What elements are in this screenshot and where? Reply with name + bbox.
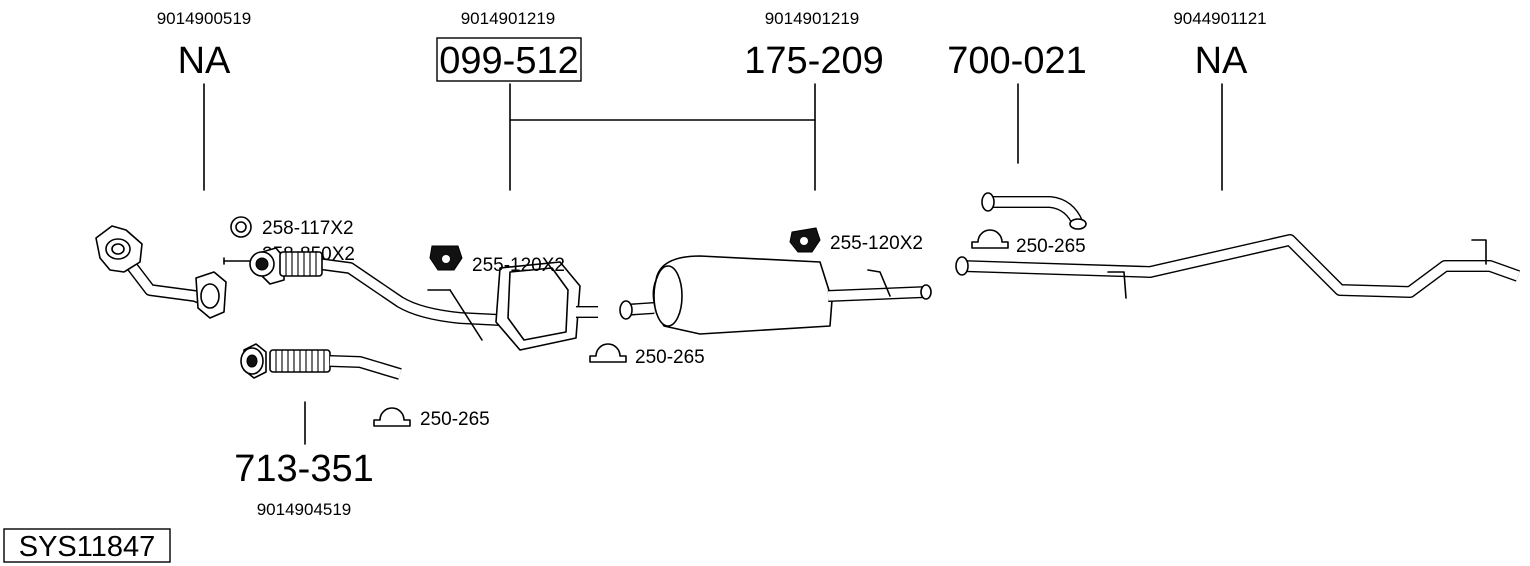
clamp-part-number-1[interactable]: 250-265 [635,347,705,368]
front-pipe[interactable] [95,225,227,319]
clamp-accessory-1[interactable]: 250-265 [589,343,705,368]
part-number-bottom[interactable]: 713-351 [234,448,373,490]
mount-part-number-1[interactable]: 255-120X2 [472,255,565,276]
part-number-col4[interactable]: 700-021 [947,40,1086,82]
oem-number-col2: 9014901219 [461,9,556,28]
clamp-icon [373,407,411,427]
mount-accessory-2[interactable]: 255-120X2 [789,227,923,254]
system-code-box [3,528,171,563]
tail-pipe[interactable] [955,234,1521,299]
part-number-col5[interactable]: NA [1195,40,1248,82]
flex-front-pipe[interactable] [240,343,402,380]
clamp-part-number-2[interactable]: 250-265 [1016,236,1086,257]
oem-number-col1: 9014900519 [157,9,252,28]
part-number-col3[interactable]: 175-209 [744,40,883,82]
clamp-part-number-3[interactable]: 250-265 [420,409,490,430]
clamp-icon [589,343,627,363]
clamp-accessory-3[interactable]: 250-265 [373,407,490,430]
system-code: SYS11847 [19,531,156,563]
leader-lines [203,83,1223,445]
oem-number-col5: 9044901121 [1173,9,1266,28]
clamp-icon [971,229,1009,249]
gasket-accessory[interactable]: 258-117X2 [230,216,354,239]
clamp-accessory-2[interactable]: 250-265 [971,229,1086,257]
oem-number-bottom: 9014904519 [257,500,352,519]
oem-number-col3: 9014901219 [765,9,860,28]
part-number-col2[interactable]: 099-512 [439,40,578,82]
mount-accessory-1[interactable]: 255-120X2 [429,245,565,276]
part-number-col1[interactable]: NA [178,40,231,82]
mount-part-number-2[interactable]: 255-120X2 [830,233,923,254]
catalytic-converter[interactable] [249,247,598,351]
gasket-part-number[interactable]: 258-117X2 [262,218,354,239]
connecting-pipe[interactable] [981,192,1087,230]
part-number-highlight-box [436,37,582,82]
middle-silencer[interactable] [619,255,932,335]
